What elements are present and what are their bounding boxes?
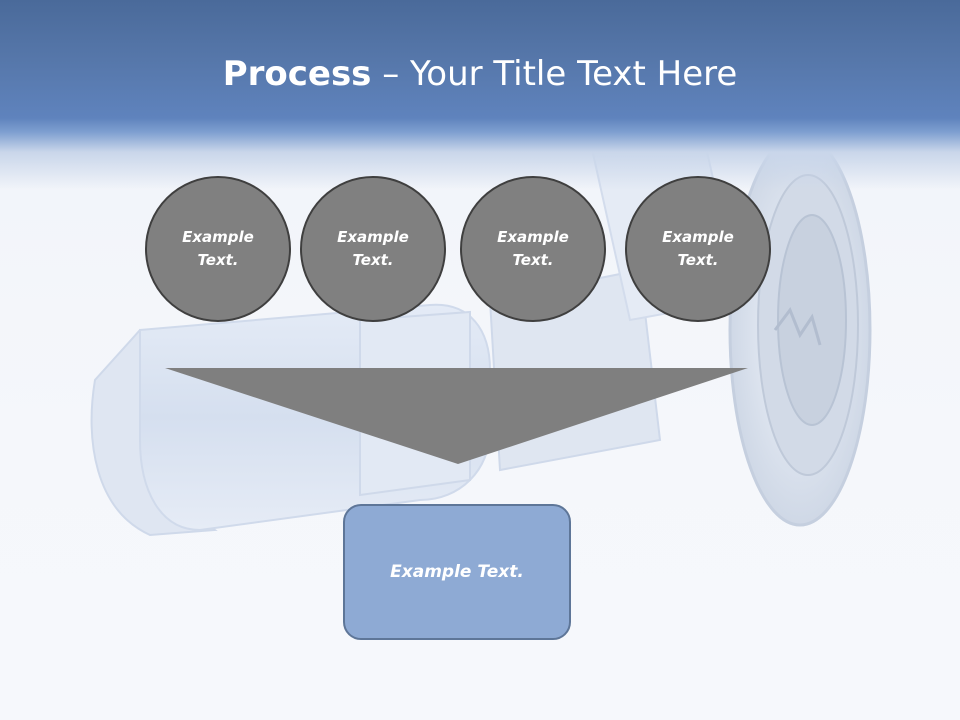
merge-arrow-shape bbox=[165, 368, 748, 464]
process-step-4-line1: Example bbox=[662, 228, 734, 246]
process-result-box: Example Text. bbox=[343, 504, 571, 640]
process-step-3-line1: Example bbox=[497, 228, 569, 246]
process-result-label: Example Text. bbox=[390, 562, 524, 582]
process-step-4-line2: Text. bbox=[677, 251, 719, 269]
process-step-1-line1: Example bbox=[182, 228, 254, 246]
process-step-2-line2: Text. bbox=[352, 251, 394, 269]
process-step-1-line2: Text. bbox=[197, 251, 239, 269]
title-band bbox=[0, 0, 960, 190]
process-step-3-line2: Text. bbox=[512, 251, 554, 269]
process-step-2-line1: Example bbox=[337, 228, 409, 246]
slide-title: Process – Your Title Text Here bbox=[0, 52, 960, 96]
title-bold-part: Process bbox=[222, 54, 372, 94]
title-rest-part: – Your Title Text Here bbox=[371, 54, 738, 94]
